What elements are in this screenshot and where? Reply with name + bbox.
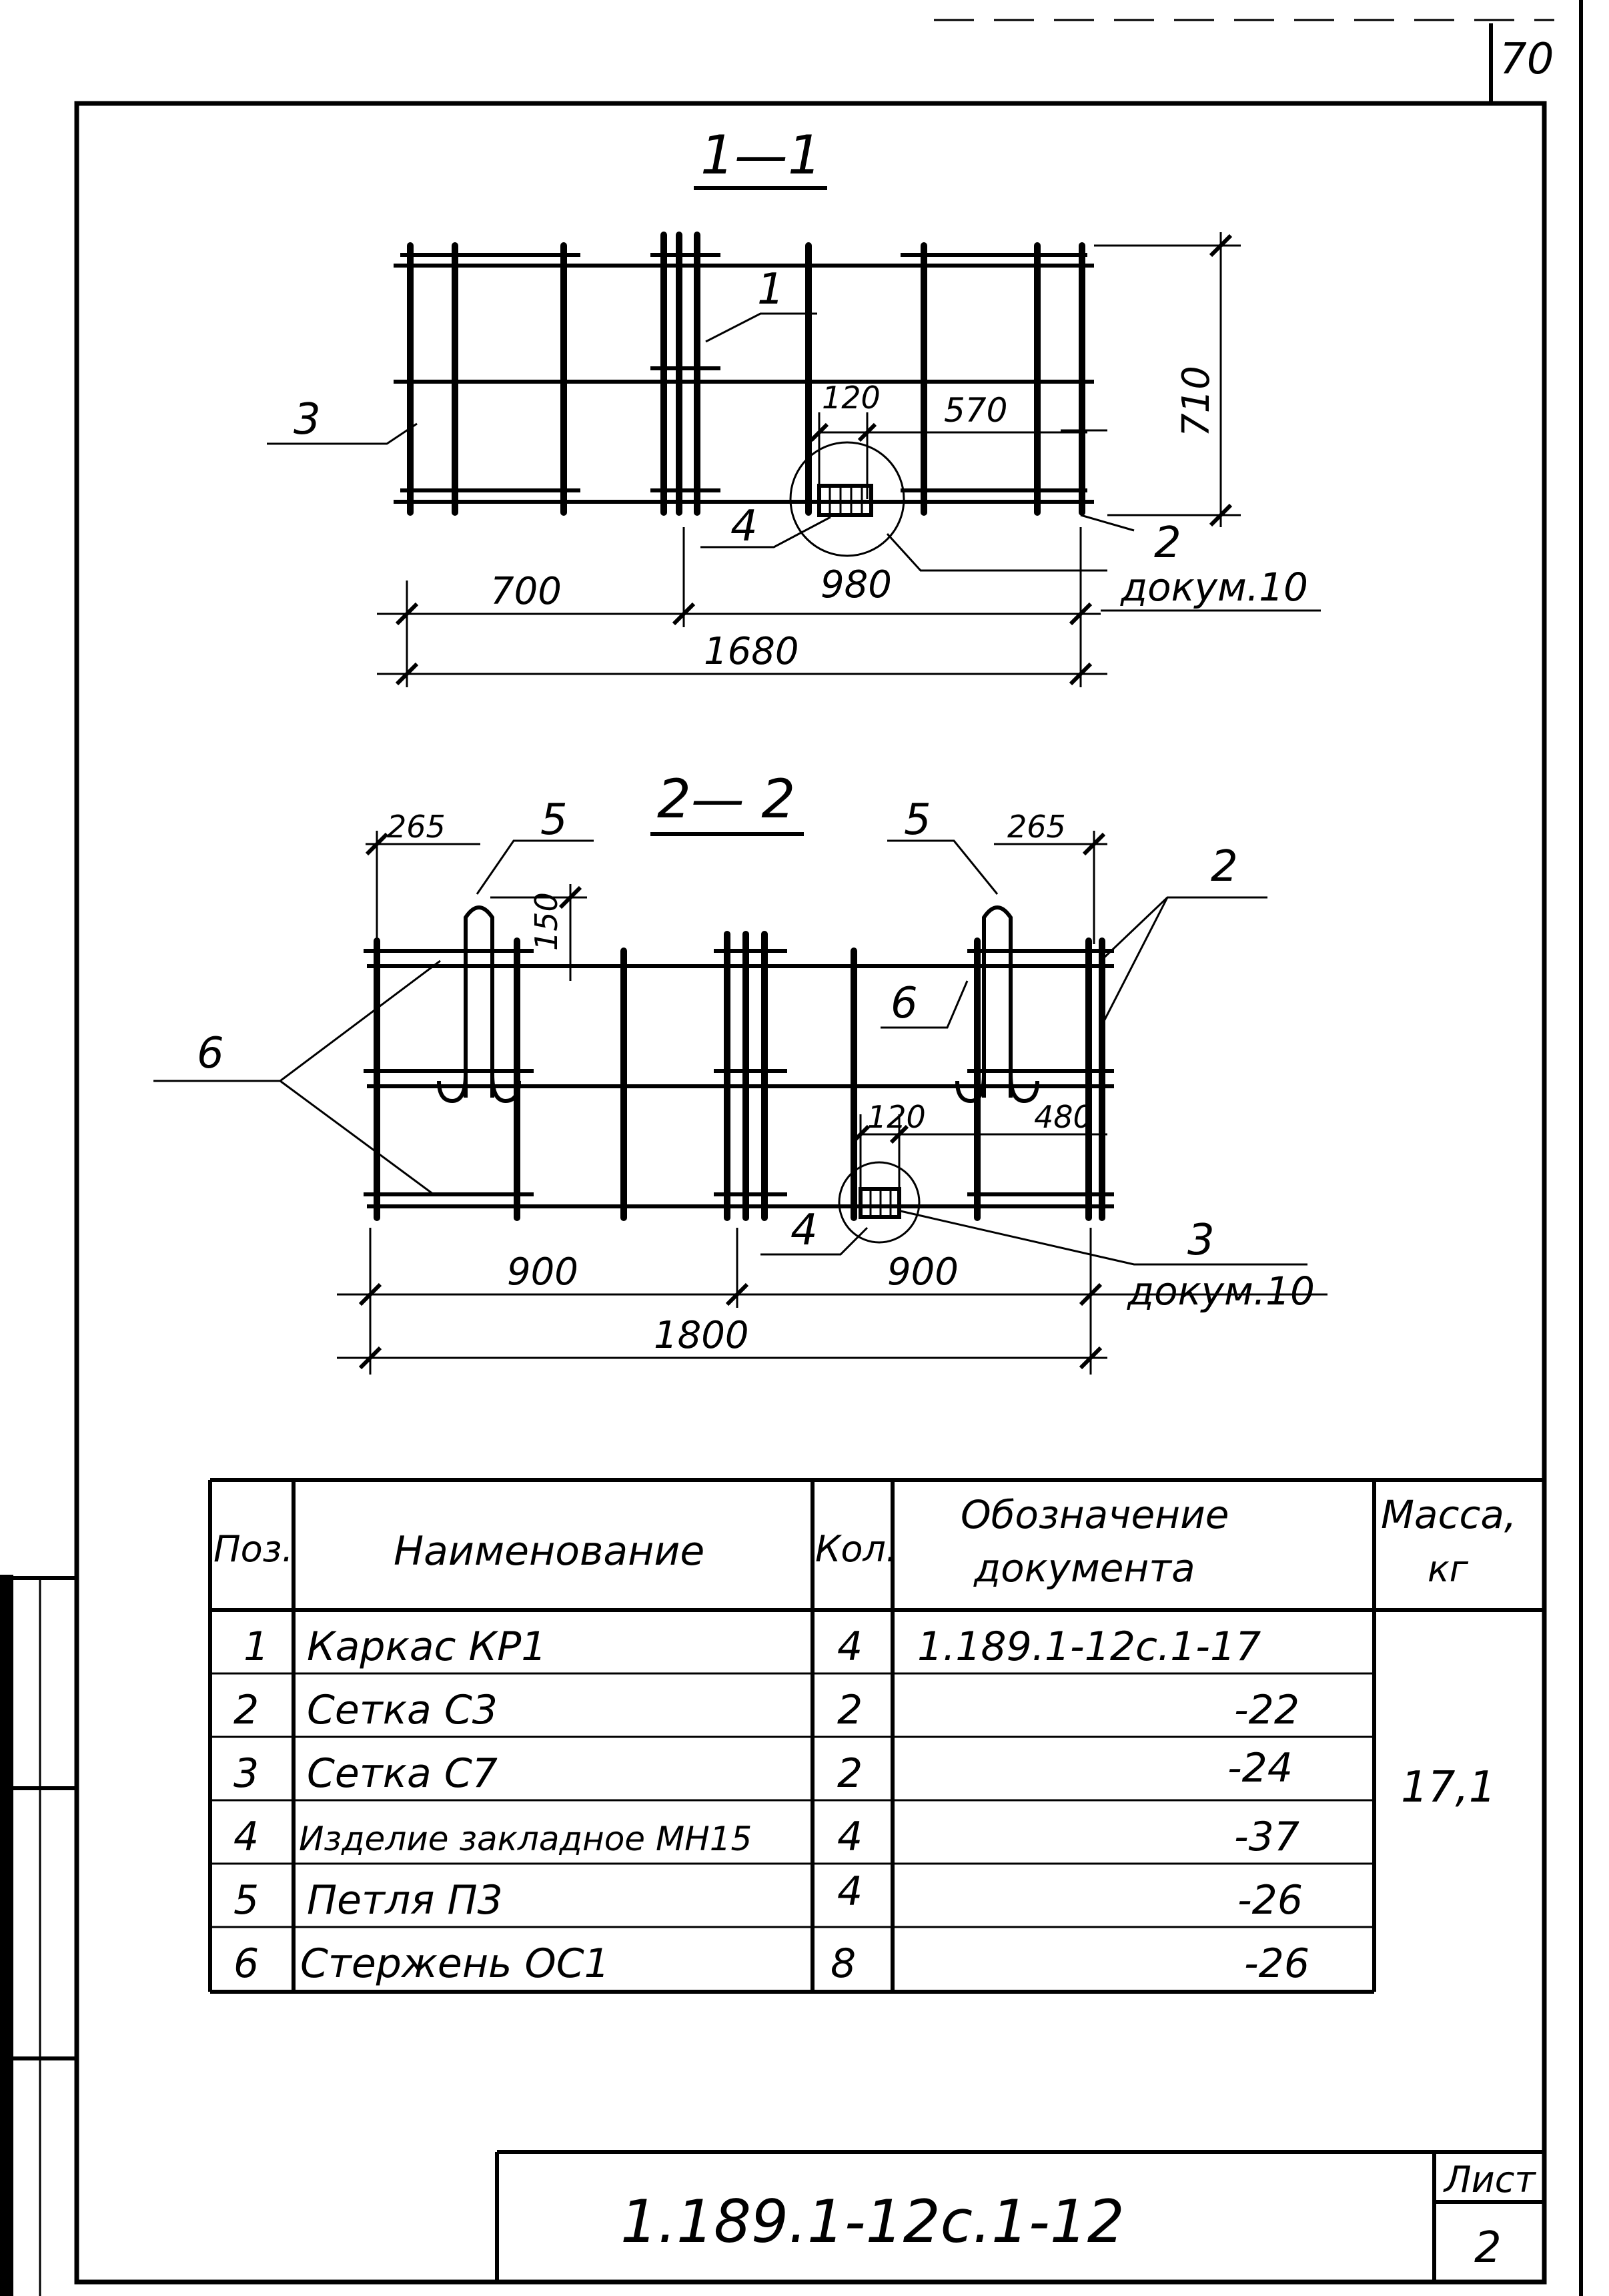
- section-2-doc-ref: докум.10: [1127, 1268, 1315, 1314]
- title-block: 1.189.1-12с.1-12 Лист 2: [495, 2150, 1544, 2282]
- section-2-dim-150: 150: [528, 892, 564, 951]
- row-5-name: Петля П3: [307, 1877, 503, 1924]
- section-2-dim-120: 120: [867, 1099, 926, 1135]
- section-1-dim-1680: 1680: [704, 630, 799, 673]
- sheet-number: 70: [1500, 35, 1554, 84]
- section-1-dim-980: 980: [821, 563, 892, 607]
- row-5-pos: 5: [233, 1877, 259, 1924]
- section-2-dim-900-right: 900: [887, 1250, 959, 1294]
- row-3-pos: 3: [233, 1750, 259, 1797]
- header-mass-line1: Масса,: [1381, 1492, 1516, 1537]
- section-1-dim-710: 710: [1175, 366, 1218, 437]
- section-2-2: 2— 2: [153, 768, 1327, 1375]
- section-1-title: 1—1: [700, 124, 822, 186]
- row-2-pos: 2: [233, 1687, 259, 1734]
- row-6-doc: -26: [1244, 1940, 1309, 1987]
- row-1-pos: 1: [243, 1623, 269, 1670]
- section-1-doc-ref: докум.10: [1120, 564, 1308, 610]
- row-1-qty: 4: [837, 1623, 863, 1670]
- section-2-pos-2: 2: [1211, 842, 1238, 891]
- section-2-pos-3: 3: [1187, 1216, 1215, 1265]
- sheet-value: 2: [1474, 2223, 1502, 2273]
- row-2-doc: -22: [1234, 1687, 1299, 1734]
- spec-table: Поз. Наименование Кол. Обозначение докум…: [208, 1478, 1544, 1994]
- section-1-1: 1—1: [267, 124, 1321, 687]
- row-2-name: Сетка С3: [307, 1687, 498, 1734]
- section-2-dim-265-left: 265: [387, 809, 446, 845]
- section-2-pos-4: 4: [790, 1206, 818, 1255]
- row-4-doc: -37: [1234, 1814, 1299, 1860]
- section-2-dim-1800: 1800: [654, 1314, 749, 1357]
- document-code: 1.189.1-12с.1-12: [620, 2187, 1125, 2256]
- section-1-dim-700: 700: [490, 570, 562, 613]
- section-2-pos-6-mid: 6: [891, 979, 918, 1028]
- row-3-name: Сетка С7: [307, 1750, 498, 1797]
- section-2-pos-5-left: 5: [540, 795, 568, 845]
- header-name: Наименование: [394, 1528, 704, 1575]
- section-2-dim-900-left: 900: [507, 1250, 578, 1294]
- section-1-pos-3: 3: [294, 395, 321, 444]
- row-1-doc: 1.189.1-12с.1-17: [917, 1623, 1261, 1670]
- row-2-qty: 2: [837, 1687, 863, 1734]
- row-4-pos: 4: [233, 1814, 259, 1860]
- section-2-pos-5-right: 5: [904, 795, 931, 845]
- section-2-dim-480: 480: [1034, 1099, 1093, 1135]
- row-5-qty: 4: [837, 1868, 863, 1915]
- row-4-qty: 4: [837, 1814, 863, 1860]
- section-2-title: 2— 2: [657, 768, 795, 830]
- row-1-name: Каркас КР1: [307, 1623, 546, 1670]
- section-1-pos-4: 4: [730, 502, 758, 551]
- header-doc-line2: документа: [973, 1545, 1195, 1591]
- header-doc-line1: Обозначение: [961, 1492, 1229, 1537]
- row-3-doc: -24: [1227, 1745, 1293, 1792]
- header-qty: Кол.: [815, 1528, 897, 1570]
- section-1-pos-1: 1: [757, 265, 784, 314]
- section-2-pos-6-left: 6: [197, 1029, 224, 1078]
- row-6-pos: 6: [233, 1940, 259, 1987]
- row-6-name: Стержень ОС1: [300, 1940, 610, 1987]
- section-1-dim-120: 120: [822, 380, 881, 416]
- row-3-qty: 2: [837, 1750, 863, 1797]
- section-1-dim-570: 570: [944, 391, 1007, 430]
- row-4-name: Изделие закладное МН15: [299, 1820, 752, 1858]
- mass-value: 17,1: [1401, 1763, 1496, 1812]
- row-6-qty: 8: [831, 1940, 856, 1987]
- header-pos: Поз.: [213, 1528, 294, 1570]
- section-1-pos-2: 2: [1154, 518, 1181, 568]
- sheet-label: Лист: [1443, 2159, 1536, 2201]
- section-2-dim-265-right: 265: [1007, 809, 1066, 845]
- header-mass-line2: кг: [1428, 1548, 1469, 1590]
- row-5-doc: -26: [1237, 1877, 1303, 1924]
